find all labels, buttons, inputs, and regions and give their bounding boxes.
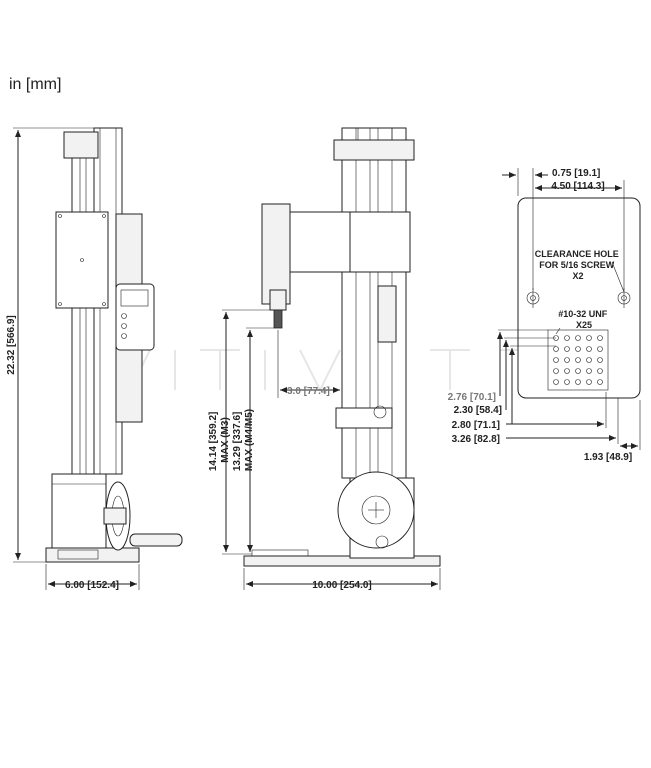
side-crank-handle	[129, 533, 183, 547]
dim-plate-hole-span: 4.50 [114.3]	[551, 181, 604, 192]
dim-travel-m3: 14.14 [359.2] MAX (M3)	[208, 409, 231, 471]
dim-plate-d1: 2.76 [70.1]	[448, 392, 496, 403]
side-view	[45, 127, 183, 563]
force-gauge-display	[115, 283, 155, 351]
side-mounting-plate	[55, 211, 109, 309]
front-dimensions: 10.00 [254.0] 14.14 [359.2] MAX (M3) 13.…	[208, 309, 441, 591]
dim-total-height: 22.32 [566.9]	[6, 315, 17, 375]
front-probe	[273, 309, 283, 329]
front-top-bracket	[333, 139, 415, 161]
dim-plate-right: 1.93 [48.9]	[584, 452, 632, 463]
units-label: in [mm]	[9, 76, 62, 93]
tapped-holes	[553, 335, 603, 385]
front-guide-block	[377, 285, 397, 343]
dim-front-base-width: 10.00 [254.0]	[312, 580, 372, 591]
plate-outline	[517, 197, 641, 399]
front-base-plate	[243, 555, 441, 567]
dim-throat-depth: 3.0 [77.4]	[287, 386, 330, 397]
dim-plate-d3: 2.80 [71.1]	[452, 420, 500, 431]
dim-travel-m4m5: 13.29 [337.6] MAX (M4/M5)	[232, 409, 255, 471]
side-column	[71, 147, 95, 475]
dim-plate-top-offset: 0.75 [19.1]	[552, 168, 600, 179]
side-lower-housing	[51, 473, 107, 549]
thread-note: #10-32 UNF X25	[558, 309, 610, 330]
front-view	[243, 127, 441, 567]
side-top-cap	[63, 131, 99, 159]
side-hub	[103, 507, 127, 525]
dim-plate-d4: 3.26 [82.8]	[452, 434, 500, 445]
dim-plate-d2: 2.30 [58.4]	[454, 405, 502, 416]
front-gauge-body	[261, 203, 291, 305]
dim-side-base-width: 6.00 [152.4]	[65, 580, 119, 591]
side-dimensions: 22.32 [566.9] 6.00 [152.4]	[6, 127, 140, 591]
front-carriage	[349, 211, 411, 273]
front-arm	[289, 211, 351, 273]
clearance-hole-note: CLEARANCE HOLE FOR 5/16 SCREW X2	[535, 249, 622, 281]
tapped-hole-pattern	[547, 329, 609, 391]
plate-detail: CLEARANCE HOLE FOR 5/16 SCREW X2 #10-32 …	[448, 168, 641, 463]
